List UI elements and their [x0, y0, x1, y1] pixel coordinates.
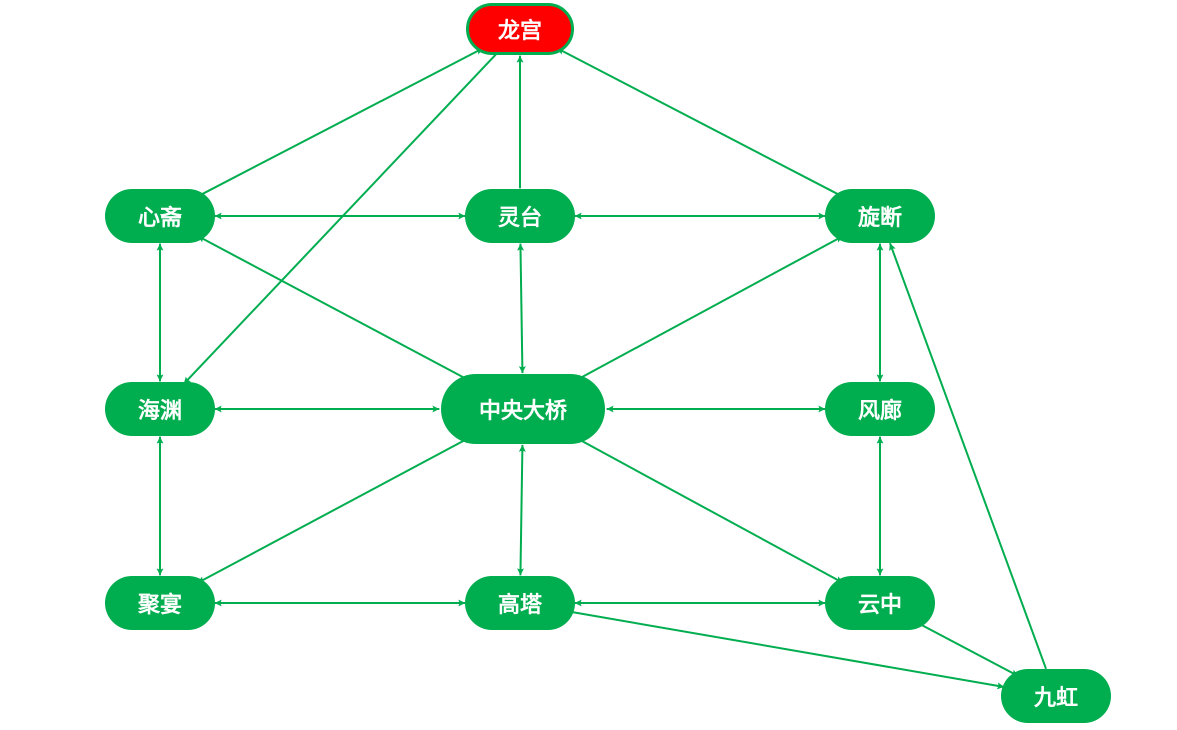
node-xinzhai[interactable]: 心斋 [105, 189, 215, 243]
node-label: 高塔 [497, 593, 542, 618]
edge-zhongyang-gaota [517, 444, 526, 576]
node-yunzhong[interactable]: 云中 [825, 576, 935, 630]
edge-zhongyang-juyan [197, 436, 472, 584]
edge-xinzhai-longgong [197, 47, 484, 198]
node-juyan[interactable]: 聚宴 [105, 576, 215, 630]
edge-xuanduan-longgong [556, 47, 843, 198]
node-label: 风廊 [857, 399, 902, 424]
node-lingtai[interactable]: 灵台 [465, 189, 575, 243]
node-longgong[interactable]: 龙宫 [466, 3, 574, 55]
node-gaota[interactable]: 高塔 [465, 576, 575, 630]
edge-lingtai-zhongyang [517, 243, 526, 374]
node-label: 中央大桥 [478, 399, 567, 424]
node-jiuhong[interactable]: 九虹 [1001, 669, 1111, 723]
node-label: 心斋 [137, 206, 182, 231]
node-label: 海渊 [137, 399, 182, 424]
node-label: 灵台 [497, 206, 542, 231]
node-xuanduan[interactable]: 旋断 [825, 189, 935, 243]
node-label: 云中 [857, 593, 902, 618]
node-label: 旋断 [857, 206, 902, 231]
node-label: 聚宴 [137, 593, 182, 618]
edge-xuanduan-zhongyang [574, 235, 844, 382]
edge-zhongyang-yunzhong [574, 436, 844, 584]
node-zhongyang[interactable]: 中央大桥 [441, 374, 605, 444]
node-fenglang[interactable]: 风廊 [825, 382, 935, 436]
edge-xinzhai-zhongyang [197, 235, 471, 382]
edge-jiuhong-xuanduan [889, 242, 1047, 670]
node-haiyuan[interactable]: 海渊 [105, 382, 215, 436]
node-label: 九虹 [1033, 686, 1078, 711]
edge-gaota-jiuhong [571, 610, 1005, 690]
edge-yunzhong-jiuhong [917, 622, 1019, 677]
node-label: 龙宫 [497, 19, 542, 44]
edge-longgong-haiyuan [182, 52, 498, 385]
